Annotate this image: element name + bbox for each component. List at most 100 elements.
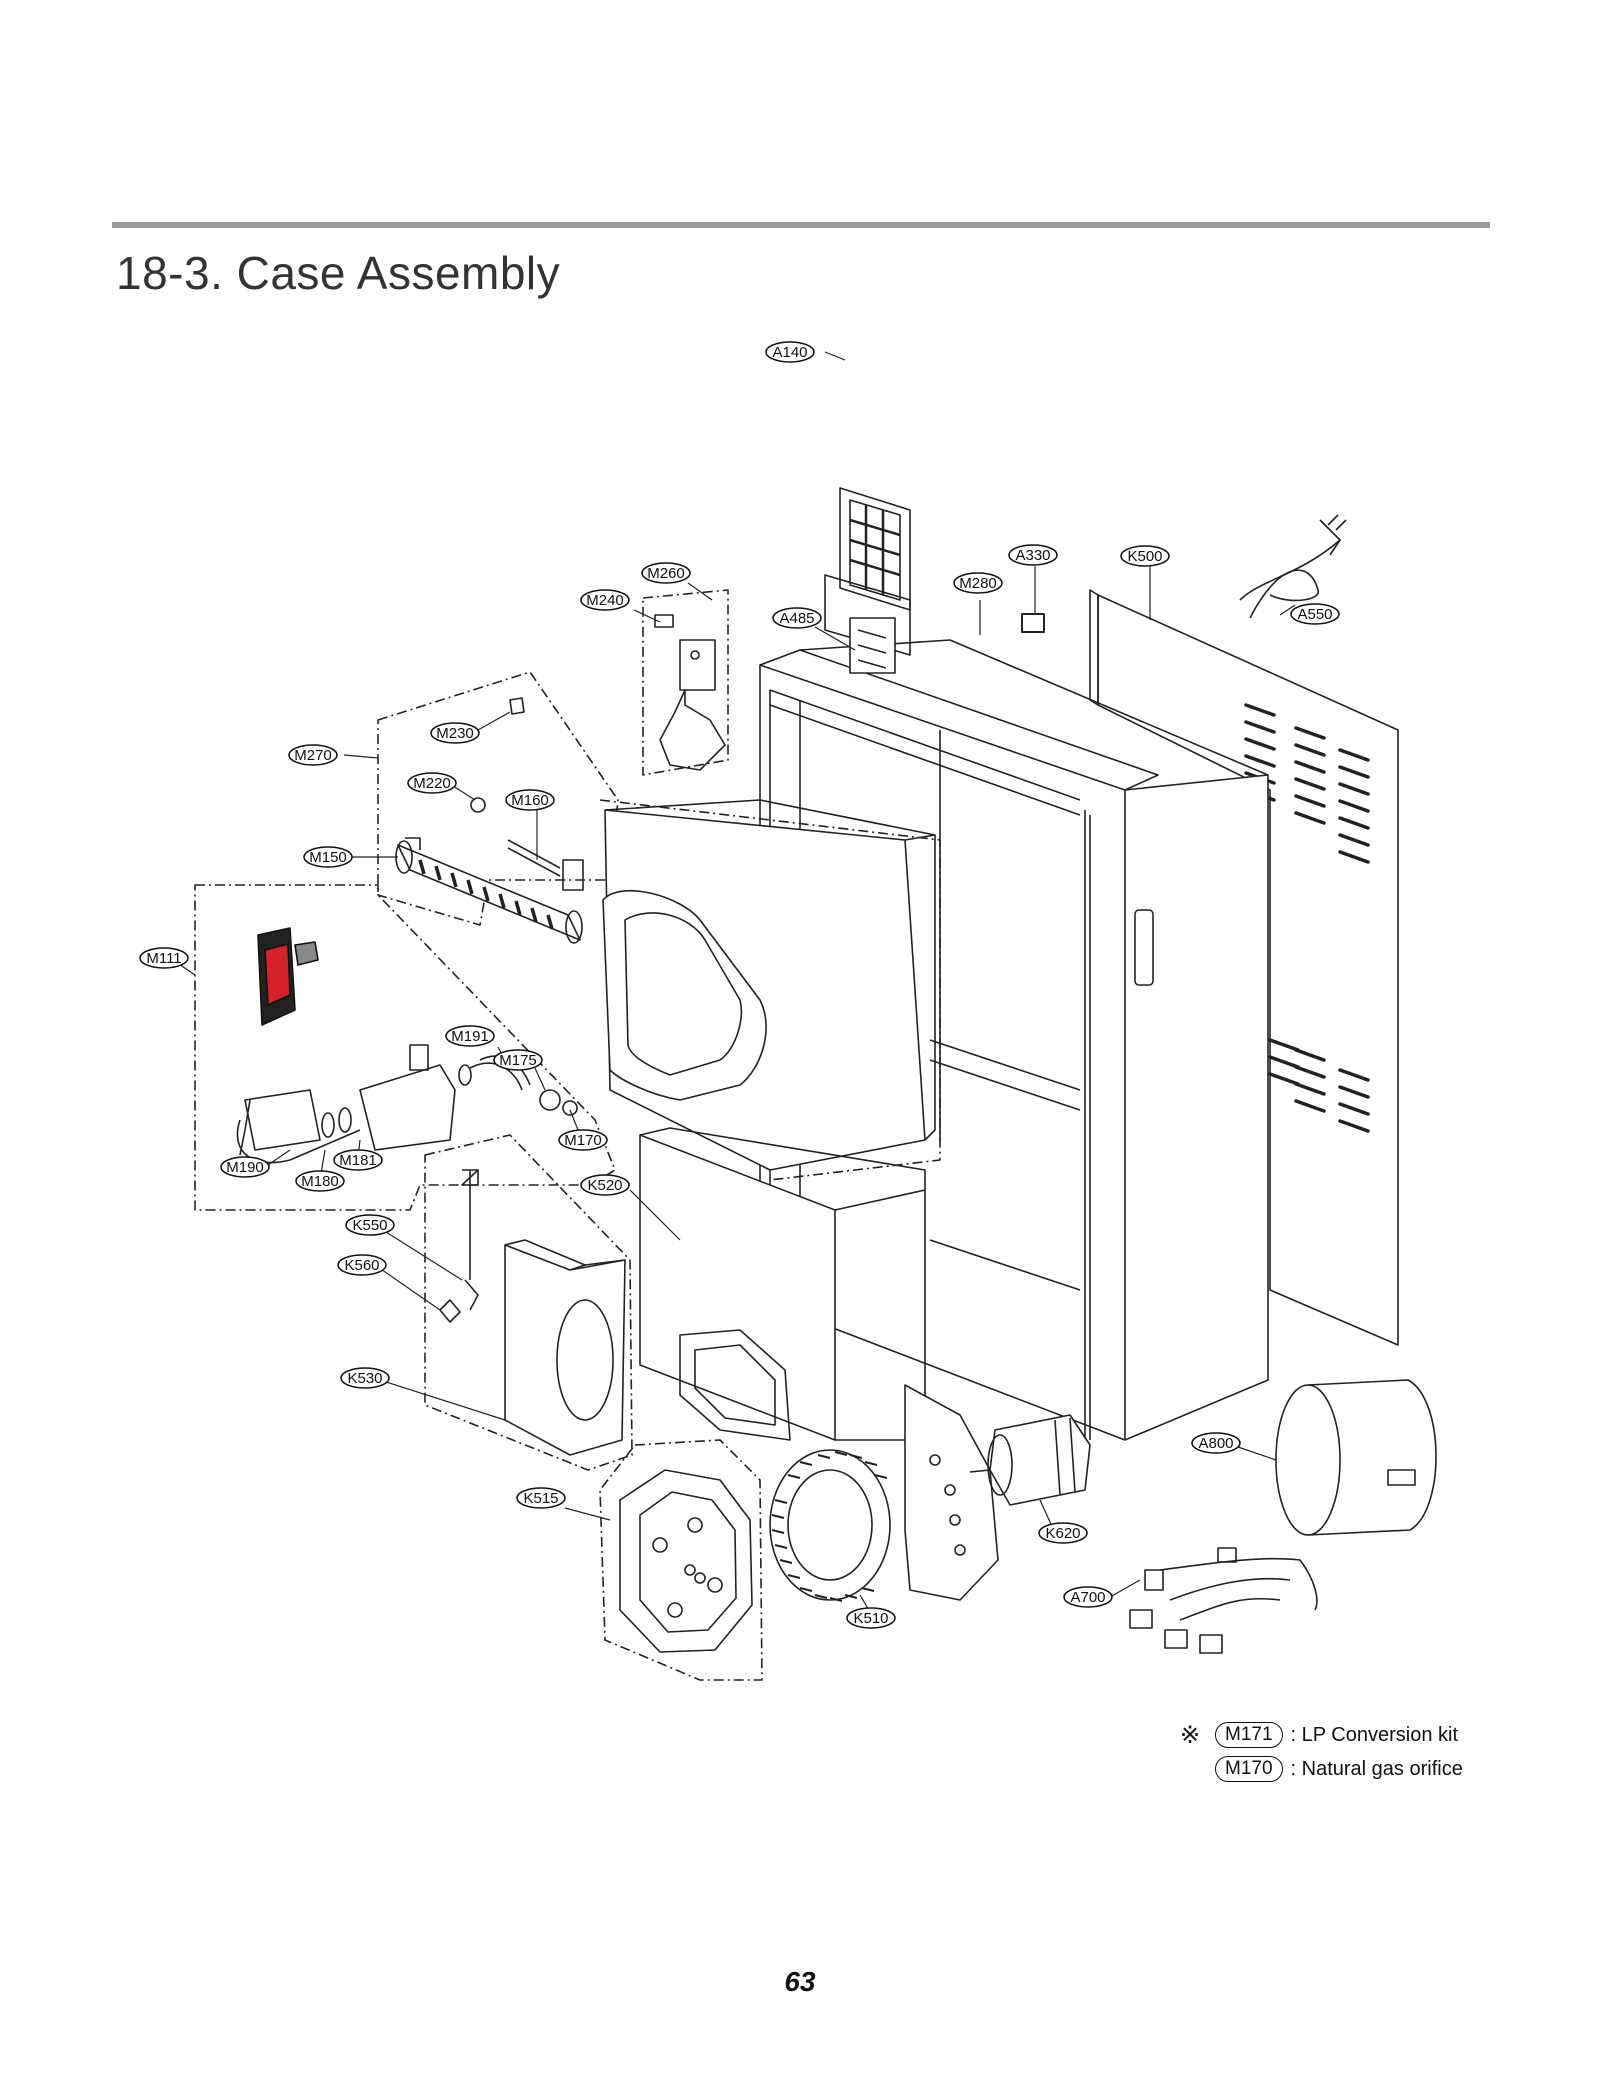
callout-label: K515	[523, 1490, 558, 1507]
callout-oval	[220, 1156, 270, 1178]
callout-label: M180	[301, 1173, 339, 1190]
callout-oval	[953, 572, 1003, 594]
part-callout-m180: M180	[295, 1170, 345, 1192]
callout-oval	[337, 1254, 387, 1276]
callout-oval	[505, 789, 555, 811]
callout-oval	[1290, 603, 1340, 625]
callout-oval	[333, 1149, 383, 1171]
callout-label: K500	[1127, 548, 1162, 565]
rear-panel-drawing	[1089, 589, 1399, 1346]
callout-oval	[430, 722, 480, 744]
part-callout-m260: M260	[641, 562, 691, 584]
wire-harness-drawing	[1129, 1547, 1318, 1654]
callout-oval	[295, 1170, 345, 1192]
callout-oval	[345, 1214, 395, 1236]
part-callout-m190: M190	[220, 1156, 270, 1178]
part-callout-k515: K515	[516, 1487, 566, 1509]
part-callout-k620: K620	[1038, 1522, 1088, 1544]
callout-label: M280	[959, 575, 997, 592]
inducer-group-outline	[424, 1134, 633, 1471]
callout-oval	[288, 744, 338, 766]
callout-oval	[641, 562, 691, 584]
inducer-housing-drawing	[439, 1169, 626, 1456]
legend-row-natural-gas: M170 : Natural gas orifice	[1165, 1752, 1463, 1786]
callout-oval	[1191, 1432, 1241, 1454]
callout-label: M220	[413, 775, 451, 792]
part-callout-m280: M280	[953, 572, 1003, 594]
part-callout-m170: M170	[558, 1129, 608, 1151]
callout-oval	[772, 607, 822, 629]
callout-label: A800	[1198, 1435, 1233, 1452]
part-callout-a700: A700	[1063, 1586, 1113, 1608]
callout-label: M160	[511, 792, 549, 809]
burner-group-outline	[377, 671, 619, 926]
callout-label: M170	[564, 1132, 602, 1149]
callout-label: M230	[436, 725, 474, 742]
filter-drawing	[824, 487, 911, 674]
callout-label: M111	[146, 950, 181, 967]
callout-oval	[1120, 545, 1170, 567]
legend-row-lp: ※ M171 : LP Conversion kit	[1165, 1718, 1463, 1752]
part-callout-k550: K550	[345, 1214, 395, 1236]
part-callout-m230: M230	[430, 722, 480, 744]
callout-oval	[303, 846, 353, 868]
callout-label: K520	[587, 1177, 622, 1194]
part-callout-k560: K560	[337, 1254, 387, 1276]
legend-description: : LP Conversion kit	[1290, 1723, 1459, 1746]
callout-label: M260	[647, 565, 685, 582]
callout-oval	[139, 947, 189, 969]
motor-drawing	[969, 1414, 1091, 1506]
part-callout-m191: M191	[445, 1025, 495, 1047]
part-callout-a550: A550	[1290, 603, 1340, 625]
duct-drawing	[1275, 1379, 1437, 1536]
part-callout-k520: K520	[580, 1174, 630, 1196]
callout-label: A140	[772, 344, 807, 361]
part-callout-m111: M111	[139, 947, 189, 969]
part-callout-m150: M150	[303, 846, 353, 868]
part-callout-k500: K500	[1120, 545, 1170, 567]
callout-oval	[765, 341, 815, 363]
callout-label: A550	[1297, 606, 1332, 623]
callout-oval	[580, 589, 630, 611]
part-callout-k530: K530	[340, 1367, 390, 1389]
callout-label: M150	[309, 849, 347, 866]
part-callout-k510: K510	[846, 1607, 896, 1629]
callout-label: K560	[344, 1257, 379, 1274]
callout-label: K530	[347, 1370, 382, 1387]
callout-label: M240	[586, 592, 624, 609]
legend: ※ M171 : LP Conversion kit M170 : Natura…	[1165, 1718, 1463, 1786]
callout-oval	[846, 1607, 896, 1629]
callout-oval	[1008, 544, 1058, 566]
legend-code: M170	[1215, 1756, 1283, 1782]
callout-oval	[493, 1049, 543, 1071]
callout-oval	[516, 1487, 566, 1509]
legend-code: M171	[1215, 1722, 1283, 1748]
burner-tube-drawing	[395, 697, 584, 944]
motor-plate-outline	[599, 1439, 763, 1681]
part-callout-m175: M175	[493, 1049, 543, 1071]
blower-housing-drawing	[639, 1127, 926, 1441]
callout-label: K550	[352, 1217, 387, 1234]
legend-description: : Natural gas orifice	[1290, 1757, 1463, 1780]
callout-oval	[1038, 1522, 1088, 1544]
part-callout-a330: A330	[1008, 544, 1058, 566]
callout-label: A700	[1070, 1589, 1105, 1606]
callout-oval	[407, 772, 457, 794]
callout-oval	[340, 1367, 390, 1389]
page-number: 63	[784, 1966, 816, 1997]
motor-plate-drawing	[619, 1469, 753, 1653]
callout-oval	[558, 1129, 608, 1151]
part-callout-m181: M181	[333, 1149, 383, 1171]
blower-wheel-drawing	[769, 1449, 891, 1602]
header-rule	[112, 222, 1490, 228]
callout-label: M270	[294, 747, 332, 764]
part-callout-m270: M270	[288, 744, 338, 766]
motor-mount-drawing	[904, 1384, 999, 1601]
control-switch-drawing	[257, 927, 319, 1026]
callout-label: M175	[499, 1052, 537, 1069]
callout-label: A330	[1015, 547, 1050, 564]
gas-valve-drawing	[236, 1044, 578, 1164]
callout-label: K510	[853, 1610, 888, 1627]
switch-bracket-drawing	[642, 589, 729, 776]
callout-oval	[580, 1174, 630, 1196]
